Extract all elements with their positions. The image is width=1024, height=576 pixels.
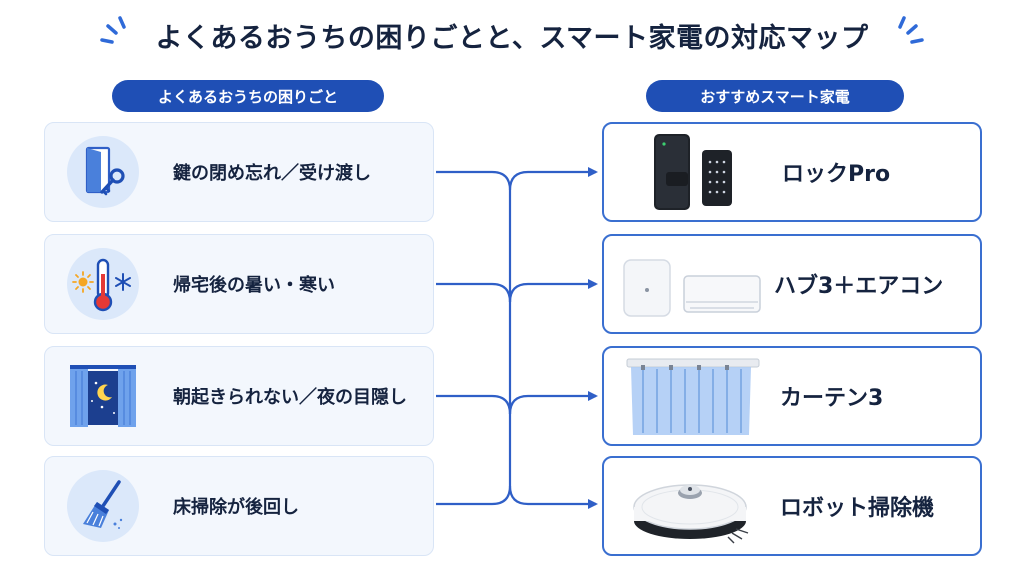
problem-label: 鍵の閉め忘れ／受け渡し [173,163,371,184]
connector-from-problem-2 [436,282,512,303]
connector-from-problem-4 [436,485,512,506]
hub-aircon-icon [618,239,768,329]
problem-card-cleaning: 床掃除が後回し [44,456,434,556]
problem-card-temperature: 帰宅後の暑い・寒い [44,234,434,334]
device-label: ロックPro [782,162,891,187]
device-label: ハブ3＋エアコン [774,274,944,299]
curtain-icon [618,351,768,441]
thermometer-icon [67,248,139,320]
device-card-hub: ハブ3＋エアコン [602,234,982,334]
sparkle-right-icon [894,14,926,52]
window-curtain-icon [67,360,139,432]
problems-header: よくあるおうちの困りごと [112,80,384,112]
problem-label: 床掃除が後回し [173,497,299,518]
device-card-lock: ロックPro [602,122,982,222]
device-label: ロボット掃除機 [780,496,935,521]
robot-vacuum-icon [618,461,768,551]
connector-from-problem-3 [436,394,512,415]
connector-to-device-1 [508,167,598,191]
devices-header: おすすめスマート家電 [646,80,904,112]
device-label: カーテン3 [780,386,884,411]
problem-card-curtain: 朝起きられない／夜の目隠し [44,346,434,446]
broom-icon [67,470,139,542]
smart-lock-icon [618,127,768,217]
connector-from-problem-1 [436,170,512,191]
problem-label: 帰宅後の暑い・寒い [173,275,335,296]
connector-to-device-3 [508,391,598,415]
problem-label: 朝起きられない／夜の目隠し [173,387,407,408]
door-key-icon [67,136,139,208]
problem-card-lock: 鍵の閉め忘れ／受け渡し [44,122,434,222]
sparkle-left-icon [98,14,130,52]
device-card-curtain: カーテン3 [602,346,982,446]
connector-to-device-2 [508,279,598,303]
connector-to-device-4 [508,485,598,509]
page-title: よくあるおうちの困りごとと、スマート家電の対応マップ [155,23,869,54]
device-card-vacuum: ロボット掃除機 [602,456,982,556]
